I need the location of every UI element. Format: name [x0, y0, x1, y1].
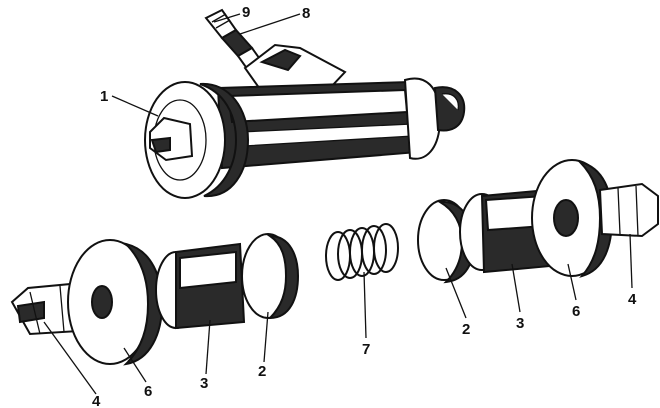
right-exploded-parts: [417, 159, 659, 284]
callout-7: 7: [362, 341, 370, 358]
callout-2-left: 2: [258, 363, 266, 380]
wheel-cylinder-assembly: [144, 8, 466, 199]
callout-6-right: 6: [572, 303, 580, 320]
callout-4-right: 4: [628, 291, 637, 308]
right-push-rod: [598, 182, 659, 238]
callout-3-left: 3: [200, 375, 208, 392]
callout-3-right: 3: [516, 315, 524, 332]
spring: [325, 223, 399, 281]
callout-8: 8: [302, 5, 310, 22]
callout-4-left: 4: [92, 393, 101, 408]
callout-9: 9: [242, 4, 250, 21]
callout-6-left: 6: [144, 383, 152, 400]
callout-2-right: 2: [462, 321, 470, 338]
leader-lines: [43, 13, 633, 395]
callout-labels: 1 9 8 7 2 3 6 4 4 6 3 2: [92, 4, 637, 408]
left-exploded-parts: [10, 233, 300, 366]
callout-1: 1: [100, 88, 108, 105]
